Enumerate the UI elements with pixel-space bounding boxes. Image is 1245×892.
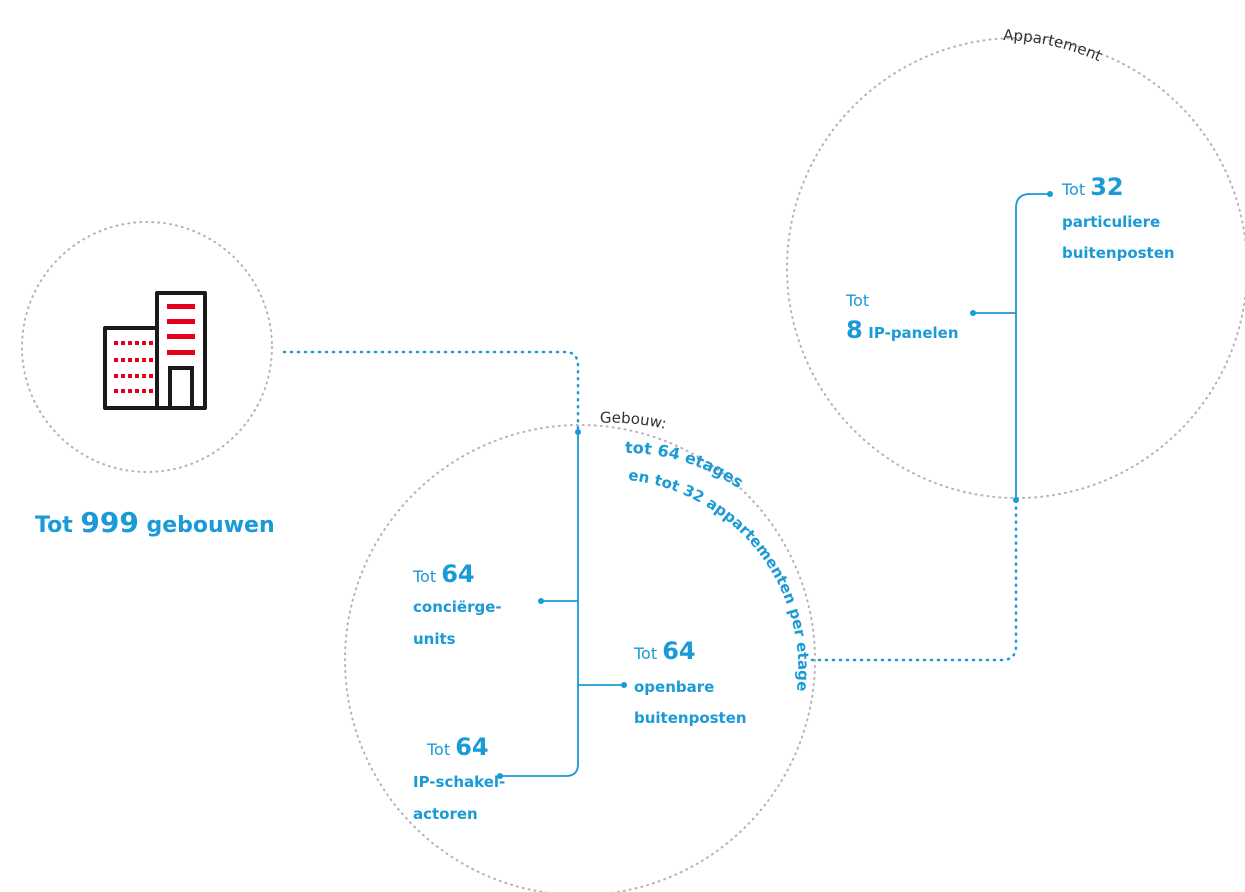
dot-private-outdoor <box>1047 191 1053 197</box>
building-label-path: Gebouw: <box>600 409 669 433</box>
public-outdoor-count: Tot 64 <box>633 637 696 665</box>
public-outdoor-prefix: Tot <box>633 644 657 663</box>
private-outdoor-count: Tot 32 <box>1061 173 1124 201</box>
concierge-line2: units <box>413 630 456 648</box>
private-outdoor-line1: particuliere <box>1062 213 1160 231</box>
concierge-line1: conciërge- <box>413 598 502 616</box>
private-outdoor-prefix: Tot <box>1061 180 1085 199</box>
dot-concierge <box>538 598 544 604</box>
private-outdoor-number: 32 <box>1090 173 1123 201</box>
building-to-apartment-link <box>810 498 1018 662</box>
buildings-to-building-link <box>282 350 580 434</box>
dot-public-outdoor <box>621 682 627 688</box>
concierge-number: 64 <box>441 560 474 588</box>
apartment-label-path: Appartement <box>1003 26 1105 65</box>
buildings-prefix: Tot <box>35 513 73 538</box>
ip-actors-count: Tot 64 <box>426 733 489 761</box>
ip-actors-line1: IP-schakel- <box>413 773 505 791</box>
building-circle <box>344 424 816 892</box>
dot-ip-panels <box>970 310 976 316</box>
concierge-prefix: Tot <box>412 567 436 586</box>
buildings-circle <box>21 221 273 473</box>
public-outdoor-number: 64 <box>662 637 695 665</box>
ip-panels-count: 8 IP-panelen <box>846 316 959 344</box>
building-circle-label: Gebouw: <box>600 409 669 433</box>
building-tree-trunk <box>500 432 579 777</box>
apartment-tree-trunk <box>1015 193 1050 500</box>
dot-apartment-bottom <box>1013 497 1019 503</box>
public-outdoor-line1: openbare <box>634 678 714 696</box>
private-outdoor-line2: buitenposten <box>1062 244 1175 262</box>
apartment-circle-label: Appartement <box>1003 26 1105 65</box>
dot-ip-actors <box>497 773 503 779</box>
ip-actors-line2: actoren <box>413 805 478 823</box>
building-icon <box>103 291 207 410</box>
dot-building-top <box>575 429 581 435</box>
ip-actors-prefix: Tot <box>426 740 450 759</box>
public-outdoor-line2: buitenposten <box>634 709 747 727</box>
ip-panels-prefix: Tot <box>845 291 869 310</box>
ip-actors-number: 64 <box>455 733 488 761</box>
buildings-number: 999 <box>80 506 138 539</box>
buildings-suffix: gebouwen <box>147 513 275 538</box>
ip-panels-number: 8 <box>846 316 863 344</box>
ip-panels-label: IP-panelen <box>868 324 958 342</box>
buildings-count-label: Tot 999 gebouwen <box>35 506 275 539</box>
concierge-count: Tot 64 <box>412 560 475 588</box>
